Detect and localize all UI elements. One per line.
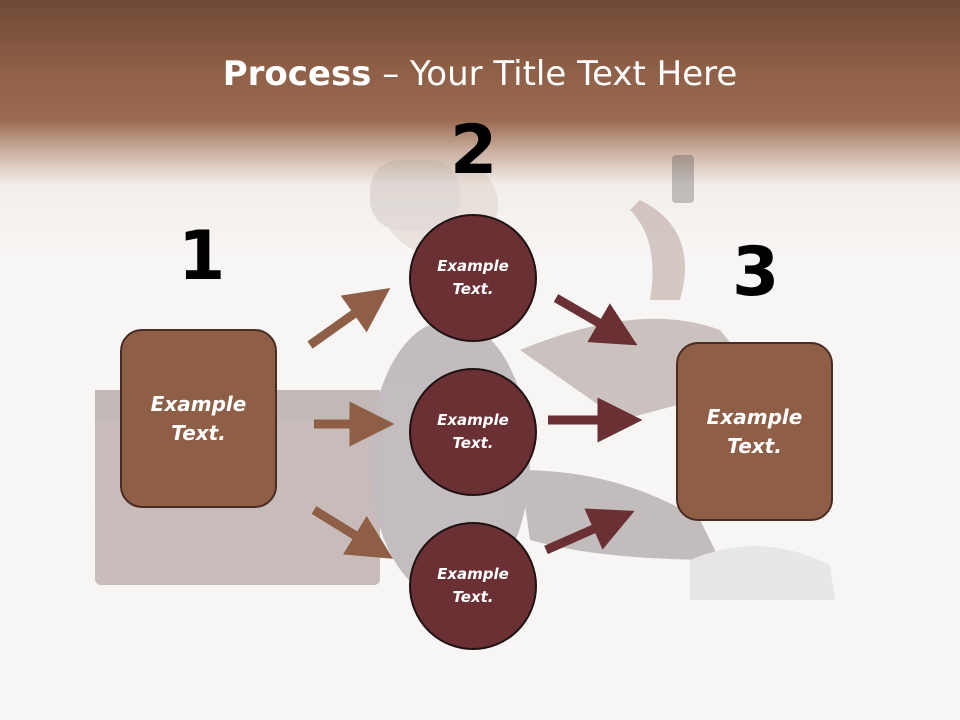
arrow-to-circle-3 — [311, 506, 394, 559]
arrow-from-circle-1 — [553, 294, 638, 346]
right-box-line1: Example — [706, 404, 803, 429]
title-bold: Process — [222, 54, 372, 94]
step-number-2: 2 — [450, 111, 498, 190]
circle-3-line2: Text. — [452, 588, 494, 606]
arrow-from-circle-3 — [544, 508, 635, 555]
left-box-line1: Example — [150, 391, 247, 416]
circle-3-line1: Example — [437, 565, 509, 583]
step-number-1: 1 — [178, 217, 226, 296]
circle-2-line2: Text. — [452, 434, 494, 452]
circle-1-line2: Text. — [452, 280, 494, 298]
arrow-to-circle-1 — [307, 287, 391, 349]
circle-1-line1: Example — [437, 257, 509, 275]
right-box-line2: Text. — [727, 433, 782, 458]
step-number-3: 3 — [732, 233, 780, 312]
circle-2-line1: Example — [437, 411, 509, 429]
left-box-line2: Text. — [171, 420, 226, 445]
title-rest: – Your Title Text Here — [371, 54, 738, 94]
slide-title: Process – Your Title Text Here — [0, 52, 960, 96]
